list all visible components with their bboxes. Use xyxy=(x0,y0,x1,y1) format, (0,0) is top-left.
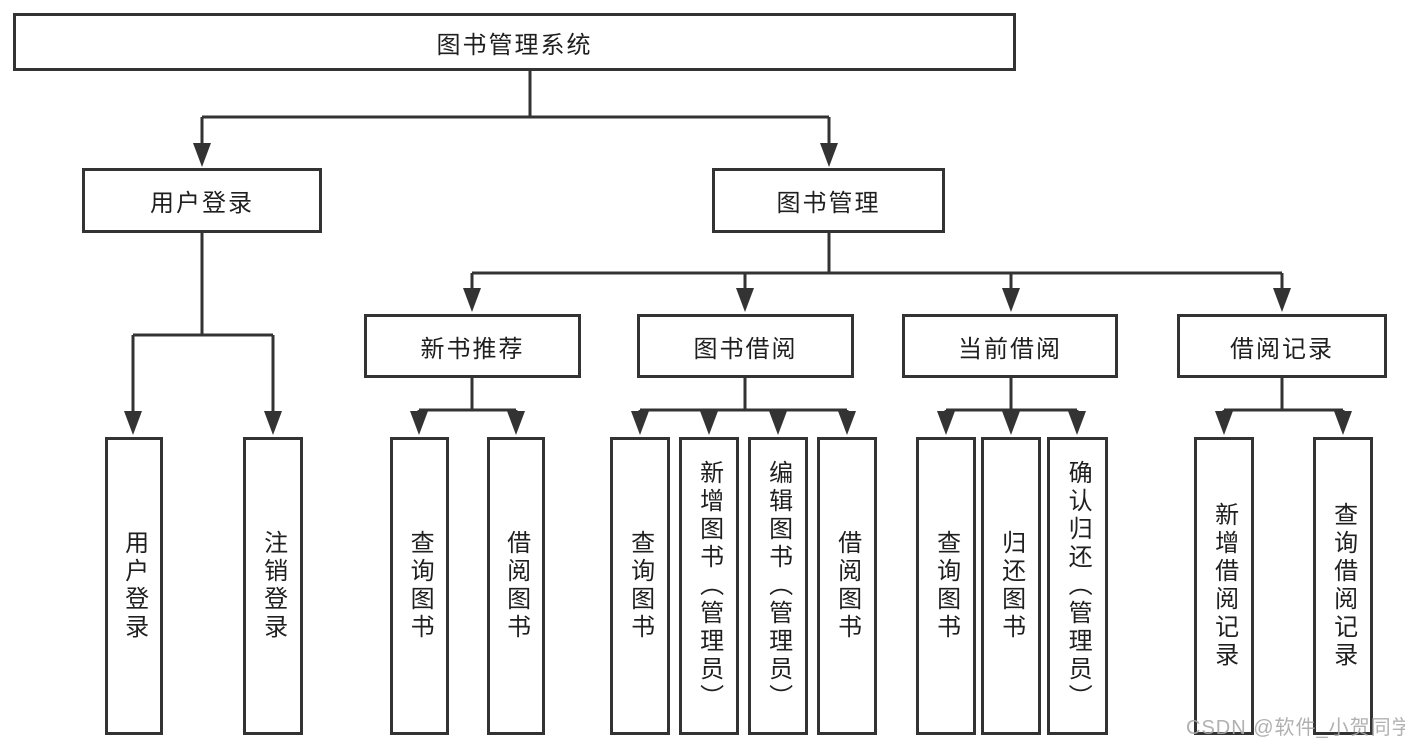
leaf-current-query-books: 查询图书 xyxy=(916,437,976,735)
leaf-borrowing-edit-books-admin-label: 编辑图书（管理员） xyxy=(764,460,792,712)
leaf-user-login: 用户登录 xyxy=(105,437,163,735)
leaf-recommend-query-books: 查询图书 xyxy=(390,437,449,735)
leaf-records-query-record-label: 查询借阅记录 xyxy=(1329,502,1357,670)
node-user-login: 用户登录 xyxy=(82,168,322,233)
node-borrow-records: 借阅记录 xyxy=(1177,314,1387,378)
node-new-book-recommend: 新书推荐 xyxy=(364,314,581,378)
leaf-records-add-record-label: 新增借阅记录 xyxy=(1210,502,1238,670)
leaf-borrowing-query-books-label: 查询图书 xyxy=(626,530,654,642)
leaf-records-add-record: 新增借阅记录 xyxy=(1194,437,1254,735)
node-library-system: 图书管理系统 xyxy=(13,13,1016,71)
leaf-borrowing-add-books-admin: 新增图书（管理员） xyxy=(679,437,739,735)
node-library-system-label: 图书管理系统 xyxy=(436,31,593,59)
node-book-borrowing-label: 图书借阅 xyxy=(693,335,798,363)
node-book-management-label: 图书管理 xyxy=(776,190,881,217)
node-new-book-recommend-label: 新书推荐 xyxy=(420,335,525,363)
leaf-records-query-record: 查询借阅记录 xyxy=(1313,437,1373,735)
node-current-borrowing-label: 当前借阅 xyxy=(958,335,1062,363)
leaf-borrowing-query-books: 查询图书 xyxy=(610,437,670,735)
leaf-recommend-query-books-label: 查询图书 xyxy=(406,530,434,642)
leaf-recommend-borrow-books: 借阅图书 xyxy=(487,437,545,735)
node-borrow-records-label: 借阅记录 xyxy=(1230,335,1334,363)
node-book-management: 图书管理 xyxy=(712,168,945,233)
leaf-current-confirm-return-admin: 确认归还（管理员） xyxy=(1047,437,1108,735)
node-user-login-label: 用户登录 xyxy=(150,190,254,217)
leaf-borrowing-edit-books-admin: 编辑图书（管理员） xyxy=(748,437,808,735)
leaf-current-query-books-label: 查询图书 xyxy=(932,530,960,642)
leaf-current-return-books-label: 归还图书 xyxy=(997,530,1025,642)
leaf-borrowing-add-books-admin-label: 新增图书（管理员） xyxy=(695,460,723,712)
leaf-logout: 注销登录 xyxy=(243,437,303,735)
leaf-logout-label: 注销登录 xyxy=(259,530,287,642)
node-current-borrowing: 当前借阅 xyxy=(902,314,1118,378)
leaf-current-return-books: 归还图书 xyxy=(981,437,1041,735)
leaf-current-confirm-return-admin-label: 确认归还（管理员） xyxy=(1064,460,1092,712)
arrowheads xyxy=(124,143,1352,435)
csdn-watermark: CSDN @软件_小贺同学 xyxy=(1186,717,1405,739)
leaf-user-login-label: 用户登录 xyxy=(120,530,148,642)
leaf-recommend-borrow-books-label: 借阅图书 xyxy=(502,530,530,642)
node-book-borrowing: 图书借阅 xyxy=(637,314,854,378)
leaf-borrowing-borrow-books-label: 借阅图书 xyxy=(833,530,861,642)
leaf-borrowing-borrow-books: 借阅图书 xyxy=(817,437,877,735)
